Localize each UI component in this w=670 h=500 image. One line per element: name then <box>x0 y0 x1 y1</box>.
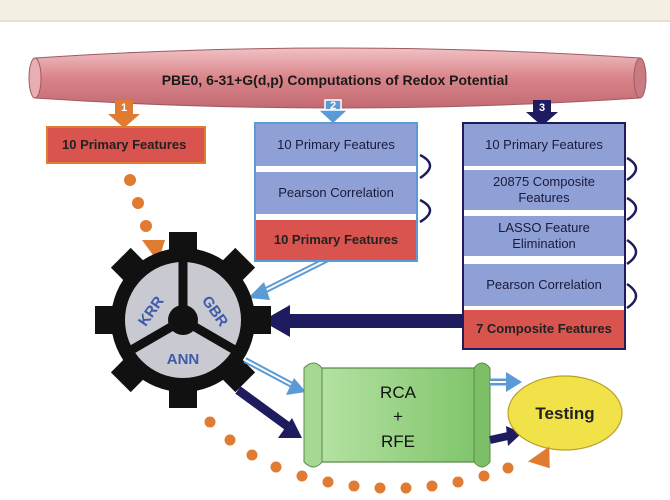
path-3-number: 3 <box>539 102 545 114</box>
path-3-step-1: 10 Primary Features <box>464 124 624 166</box>
model-gear: KRR GBR ANN <box>95 232 271 408</box>
path-3-loop-arrows <box>626 156 638 310</box>
rca-to-testing-navy-arrow <box>489 426 522 446</box>
gear-to-rca-navy-arrow <box>235 386 302 438</box>
path-3-step-5: 7 Composite Features <box>464 310 624 348</box>
path-2-step-1: 10 Primary Features <box>256 124 416 166</box>
banner-right-roll <box>633 57 647 99</box>
path-2-loop-arrows <box>419 153 432 224</box>
path-1-dots <box>124 174 152 232</box>
top-decorative-bar <box>0 0 670 22</box>
path-1-arrow <box>108 100 140 128</box>
path-1-primary-features: 10 Primary Features <box>46 126 206 164</box>
rca-label-line-2: + <box>393 407 403 426</box>
path-3-to-gear-arrow <box>262 305 462 337</box>
rca-to-testing-blue-arrow <box>490 372 522 392</box>
gear-to-testing-arrowhead <box>527 446 550 469</box>
rca-label-line-3: RFE <box>381 432 415 451</box>
testing-label: Testing <box>535 404 594 423</box>
path-2-to-gear-arrow <box>248 255 332 300</box>
model-ann-label: ANN <box>167 351 200 368</box>
path-3-step-4: Pearson Correlation <box>464 264 624 306</box>
path-3-step-3: LASSO Feature Elimination <box>464 216 624 256</box>
path-2-number: 2 <box>330 100 336 112</box>
path-3-step-2: 20875 Composite Features <box>464 170 624 210</box>
path-1-number: 1 <box>121 102 127 114</box>
banner-left-roll <box>28 57 42 99</box>
banner-title: PBE0, 6-31+G(d,p) Computations of Redox … <box>161 72 509 88</box>
rca-label-line-1: RCA <box>380 383 417 402</box>
rca-rfe-scroll <box>303 362 491 468</box>
gear-to-testing-dots <box>204 416 514 494</box>
testing-ellipse <box>507 375 623 451</box>
path-3-arrow <box>526 100 558 126</box>
path-2-step-3: 10 Primary Features <box>256 220 416 260</box>
gear-to-rca-blue-arrow <box>243 357 306 395</box>
path-2-arrow <box>316 99 350 126</box>
path-2-step-2: Pearson Correlation <box>256 172 416 214</box>
